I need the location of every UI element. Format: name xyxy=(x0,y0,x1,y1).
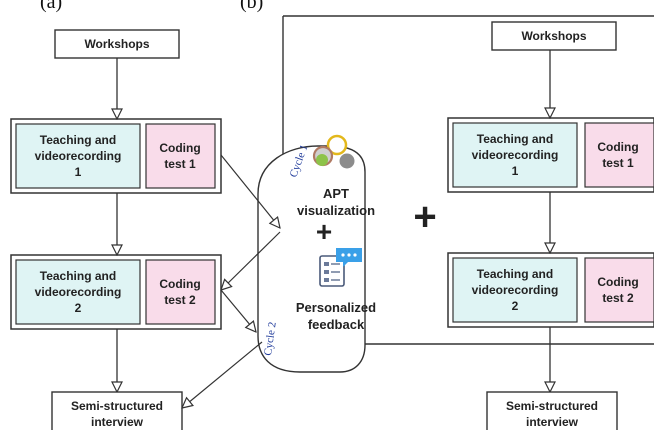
right-interview-box: Semi-structured interview xyxy=(486,391,618,430)
big-plus: + xyxy=(413,195,436,239)
svg-text:interview: interview xyxy=(526,415,579,429)
left-teaching-box-2 xyxy=(15,259,141,325)
svg-text:interview: interview xyxy=(91,415,144,429)
left-workshops-box: Workshops xyxy=(54,29,180,59)
svg-text:Workshops: Workshops xyxy=(84,37,149,51)
feedback-capsule xyxy=(257,145,366,373)
left-interview-box: Semi-structured interview xyxy=(51,391,183,430)
right-teaching-box-1 xyxy=(452,122,578,188)
svg-text:Workshops: Workshops xyxy=(521,29,586,43)
feedback-line2: feedback xyxy=(308,317,365,332)
left-teaching-box-1 xyxy=(15,123,141,189)
cycle2-label: Cycle 2 xyxy=(262,321,279,356)
left-coding2-line2: test 2 xyxy=(164,293,196,307)
left-coding-box-1 xyxy=(145,123,216,189)
left-coding1-line2: test 1 xyxy=(164,157,196,171)
left-cycle2-group: Teaching and videorecording 2 Coding tes… xyxy=(10,254,222,330)
feedback-report-icon xyxy=(319,248,362,287)
right-teach1-line2: videorecording xyxy=(472,148,559,162)
left-coding-box-2 xyxy=(145,259,216,325)
right-coding1-line1: Coding xyxy=(597,140,638,154)
left-cycle1-group: Teaching and videorecording 1 Coding tes… xyxy=(10,118,222,194)
right-teach1-line1: Teaching and xyxy=(477,132,553,146)
right-coding2-line2: test 2 xyxy=(602,291,634,305)
left-teach2-line3: 2 xyxy=(75,301,82,315)
right-teaching-box-2 xyxy=(452,257,578,323)
arrow-feedback-to-cycle2 xyxy=(221,231,281,290)
left-teach1-line1: Teaching and xyxy=(40,133,116,147)
right-cycle1-group: Teaching and videorecording 1 Coding tes… xyxy=(447,117,654,193)
right-cycle2-group: Teaching and videorecording 2 Coding tes… xyxy=(447,252,654,328)
apt-line2: visualization xyxy=(297,203,375,218)
left-coding1-line1: Coding xyxy=(159,141,200,155)
right-coding1-line2: test 1 xyxy=(602,156,634,170)
apt-visualization-icon xyxy=(312,134,355,169)
apt-line1: APT xyxy=(323,186,349,201)
svg-text:Semi-structured: Semi-structured xyxy=(71,399,163,413)
right-workshops-box: Workshops xyxy=(491,21,617,51)
left-teach2-line2: videorecording xyxy=(35,285,122,299)
arrow-cycle1-to-feedback xyxy=(220,154,280,228)
right-coding2-line1: Coding xyxy=(597,275,638,289)
svg-text:Semi-structured: Semi-structured xyxy=(506,399,598,413)
left-coding2-line1: Coding xyxy=(159,277,200,291)
right-coding-box-2 xyxy=(584,257,654,323)
feedback-line1: Personalized xyxy=(296,300,376,315)
arrow-capsule-to-interview xyxy=(182,341,263,408)
left-teach2-line1: Teaching and xyxy=(40,269,116,283)
left-panel-label: (a) xyxy=(40,0,62,13)
arrow-cycle2-to-capsule xyxy=(220,289,256,332)
left-teach1-line3: 1 xyxy=(75,165,82,179)
right-teach1-line3: 1 xyxy=(512,164,519,178)
left-teach1-line2: videorecording xyxy=(35,149,122,163)
right-panel-label: (b) xyxy=(240,0,263,13)
right-coding-box-1 xyxy=(584,122,654,188)
right-teach2-line1: Teaching and xyxy=(477,267,553,281)
right-teach2-line3: 2 xyxy=(512,299,519,313)
right-teach2-line2: videorecording xyxy=(472,283,559,297)
center-plus: + xyxy=(316,216,332,247)
